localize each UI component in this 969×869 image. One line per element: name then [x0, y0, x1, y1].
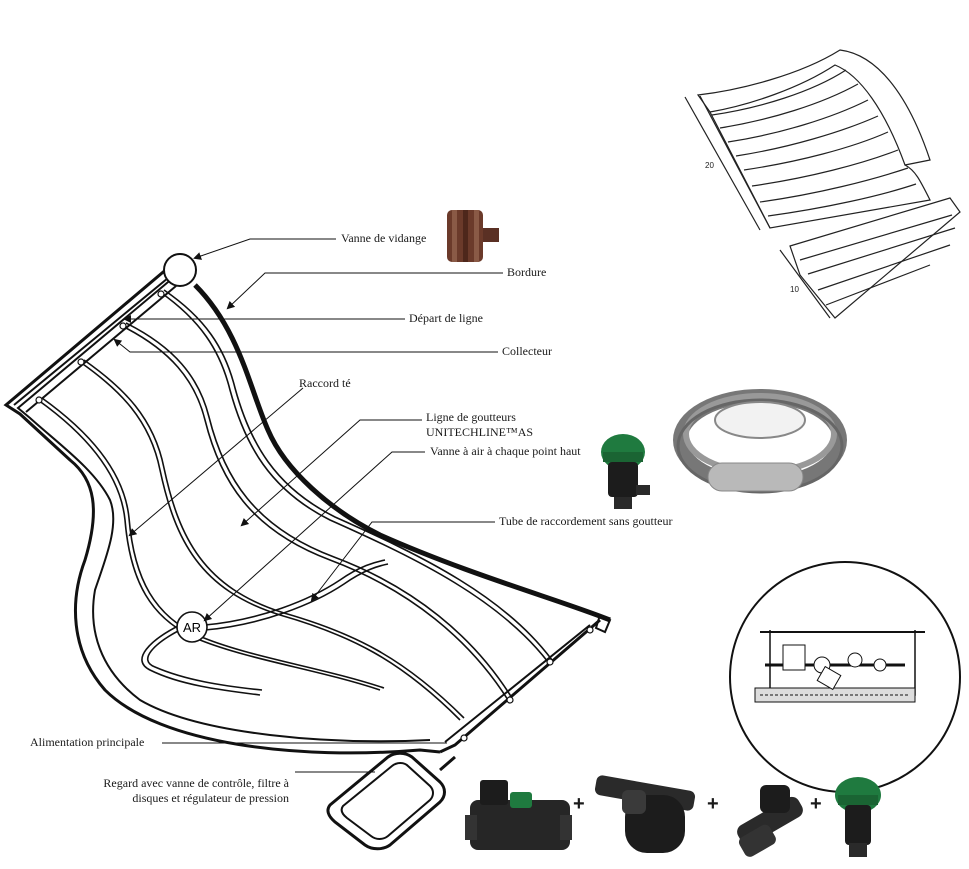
label-alimentation: Alimentation principale: [30, 735, 145, 749]
line-connectors: [35, 290, 594, 742]
bottom-edge: [594, 613, 612, 634]
drain-valve-circle: [163, 253, 197, 287]
slope-sketch: 20 10: [684, 49, 961, 319]
air-release-marker: AR: [176, 611, 208, 643]
connecting-tubes: [141, 559, 389, 696]
drain-valve-image: [447, 210, 499, 262]
dim-upper: 20: [705, 161, 714, 170]
plus-sign: +: [707, 793, 719, 815]
disc-filter-image: [594, 775, 696, 853]
drip-lines: [37, 289, 553, 721]
label-vanne-air: Vanne à air à chaque point haut: [430, 444, 581, 458]
dim-lower: 10: [790, 285, 799, 294]
air-valve-image: [601, 434, 650, 509]
pressure-regulator-image: [737, 785, 803, 857]
air-valve-image-bottom: [835, 777, 881, 857]
valve-box: [326, 751, 456, 851]
label-regard-line1: Regard avec vanne de contrôle, filtre à: [103, 776, 289, 790]
leader-lines: [113, 238, 503, 773]
collecteur-line: [13, 277, 177, 413]
manifold-right: [439, 618, 601, 754]
label-collecteur: Collecteur: [502, 344, 552, 358]
valve-box-section-inset: [729, 561, 961, 793]
control-valve-image: [465, 780, 572, 850]
label-raccord-te: Raccord té: [299, 376, 351, 390]
coiled-tubing-image: [673, 389, 847, 494]
label-vanne-vidange: Vanne de vidange: [341, 231, 427, 245]
bordure-thick-edge: [193, 283, 611, 623]
ar-label: AR: [183, 620, 201, 635]
plus-sign: +: [810, 793, 822, 815]
bed-outline: [3, 260, 612, 755]
label-unitechline: UNITECHLINE™AS: [426, 425, 534, 439]
label-ligne-goutteurs: Ligne de goutteurs: [426, 410, 516, 424]
bordure-outer-left: [3, 260, 441, 755]
label-depart-ligne: Départ de ligne: [409, 311, 483, 325]
label-regard-line2: disques et régulateur de pression: [132, 791, 289, 805]
label-tube-raccordement: Tube de raccordement sans goutteur: [499, 514, 673, 528]
plus-sign: +: [573, 793, 585, 815]
bordure-inner-left: [16, 271, 431, 743]
label-bordure: Bordure: [507, 265, 547, 279]
manifold-right-inner: [444, 624, 591, 743]
